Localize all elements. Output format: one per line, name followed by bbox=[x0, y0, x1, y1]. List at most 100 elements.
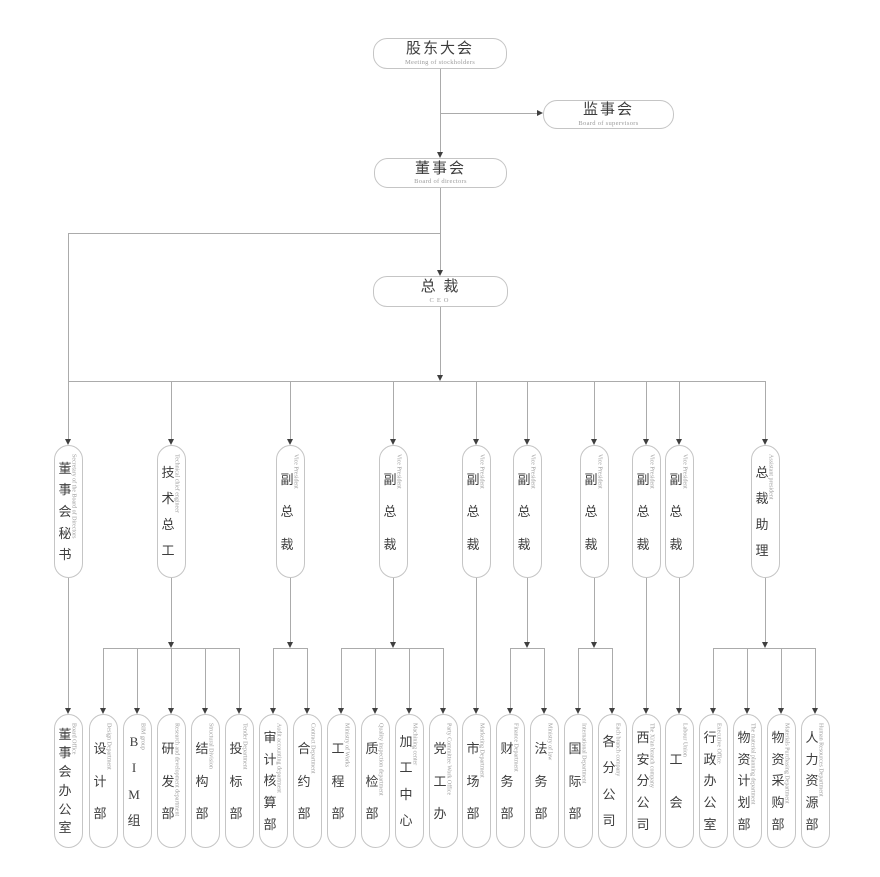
arrowhead-down-icon bbox=[440, 708, 446, 714]
node-title-char: 秘 bbox=[58, 525, 72, 541]
node-title-char: 核 bbox=[263, 773, 277, 789]
node-title-char: 工 bbox=[433, 773, 447, 789]
connector-line bbox=[68, 233, 69, 440]
node-title-char: 公 bbox=[703, 795, 717, 811]
arrowhead-down-icon bbox=[168, 708, 174, 714]
arrowhead-down-icon bbox=[270, 708, 276, 714]
arrowhead-down-icon bbox=[643, 439, 649, 445]
node-title-zh: 质检部 bbox=[362, 722, 383, 840]
node-title-zh: 党工办 bbox=[430, 722, 451, 840]
node-title-zh: 副总裁 bbox=[277, 453, 298, 570]
node-title-zh: 结构部 bbox=[192, 722, 213, 840]
node-title-zh: 审计核算部 bbox=[260, 722, 281, 840]
arrowhead-right-icon bbox=[537, 110, 543, 116]
arrowhead-down-icon bbox=[100, 708, 106, 714]
node-title-char: 副 bbox=[669, 471, 683, 487]
node-title-char: 副 bbox=[517, 471, 531, 487]
arrowhead-down-icon bbox=[591, 439, 597, 445]
connector-line bbox=[815, 648, 816, 709]
arrowhead-down-icon bbox=[710, 708, 716, 714]
node-title-char: 副 bbox=[636, 471, 650, 487]
node-title-char: 标 bbox=[229, 773, 243, 789]
connector-line bbox=[679, 381, 680, 440]
node-title-char: 资 bbox=[737, 751, 751, 767]
connector-line bbox=[171, 648, 172, 709]
arrowhead-down-icon bbox=[676, 439, 682, 445]
node-title-en: Tender Department bbox=[241, 723, 248, 770]
node-title-char: 裁 bbox=[669, 536, 683, 552]
node-title-char: 总 bbox=[755, 465, 769, 480]
node-title-char: 部 bbox=[737, 817, 751, 833]
node-title-char: 法 bbox=[534, 740, 548, 756]
node-title-char: 工 bbox=[331, 740, 345, 756]
connector-line bbox=[510, 648, 544, 649]
node-title-en: International Department bbox=[580, 723, 587, 784]
node-title-char: 部 bbox=[568, 806, 582, 822]
node-title-char: 购 bbox=[771, 795, 785, 811]
arrowhead-down-icon bbox=[65, 439, 71, 445]
node-title-char: 部 bbox=[534, 806, 548, 822]
node-title-zh: 总裁助理 bbox=[752, 453, 773, 570]
node-title-en: Audit accounting department bbox=[275, 723, 282, 793]
node-title-zh: 副总裁 bbox=[463, 453, 484, 570]
node-title-char: 工 bbox=[161, 543, 175, 558]
node-title-char: 设 bbox=[93, 740, 107, 756]
connector-line bbox=[765, 578, 766, 643]
node-title-char: 计 bbox=[263, 751, 277, 767]
connector-line bbox=[578, 648, 579, 709]
connector-line bbox=[290, 578, 291, 643]
node-title-char: 国 bbox=[568, 740, 582, 756]
node-title-char: 中 bbox=[399, 786, 413, 802]
node-title-char: 部 bbox=[466, 806, 480, 822]
arrowhead-down-icon bbox=[524, 642, 530, 648]
node-title-char: 合 bbox=[297, 740, 311, 756]
node-title-char: 质 bbox=[365, 740, 379, 756]
node-title-char: 司 bbox=[636, 817, 650, 833]
connector-line bbox=[679, 578, 680, 709]
connector-line bbox=[544, 648, 545, 709]
arrowhead-down-icon bbox=[437, 152, 443, 158]
node-title-char: 投 bbox=[229, 740, 243, 756]
node-title-char: 部 bbox=[93, 806, 107, 822]
connector-line bbox=[440, 188, 441, 270]
arrowhead-down-icon bbox=[524, 439, 530, 445]
node-title-en: The material planning department bbox=[749, 723, 756, 805]
connector-line bbox=[713, 648, 714, 709]
connector-line bbox=[103, 648, 239, 649]
node-title-en: Vice President bbox=[478, 454, 485, 489]
node-title-char: 办 bbox=[433, 806, 447, 822]
arrowhead-down-icon bbox=[744, 708, 750, 714]
arrowhead-down-icon bbox=[168, 642, 174, 648]
node-title-char: 裁 bbox=[280, 536, 294, 552]
node-title-zh: 董事会秘书 bbox=[55, 453, 76, 570]
node-title-zh: 董事会 bbox=[414, 160, 466, 177]
node-title-char: 结 bbox=[195, 740, 209, 756]
connector-line bbox=[765, 381, 766, 440]
node-title-en: Each branch company bbox=[614, 723, 621, 777]
node-title-char: 事 bbox=[58, 745, 72, 761]
connector-line bbox=[68, 381, 765, 382]
arrowhead-down-icon bbox=[762, 439, 768, 445]
connector-line bbox=[171, 381, 172, 440]
arrowhead-down-icon bbox=[762, 642, 768, 648]
arrowhead-down-icon bbox=[372, 708, 378, 714]
arrowhead-down-icon bbox=[609, 708, 615, 714]
connector-line bbox=[273, 648, 307, 649]
node-title-en: Assistant president bbox=[767, 454, 774, 500]
arrowhead-down-icon bbox=[390, 439, 396, 445]
node-title-zh: 法务部 bbox=[531, 722, 552, 840]
arrowhead-down-icon bbox=[507, 708, 513, 714]
node-title-char: 计 bbox=[93, 773, 107, 789]
arrowhead-down-icon bbox=[575, 708, 581, 714]
connector-line bbox=[510, 648, 511, 709]
connector-line bbox=[205, 648, 206, 709]
